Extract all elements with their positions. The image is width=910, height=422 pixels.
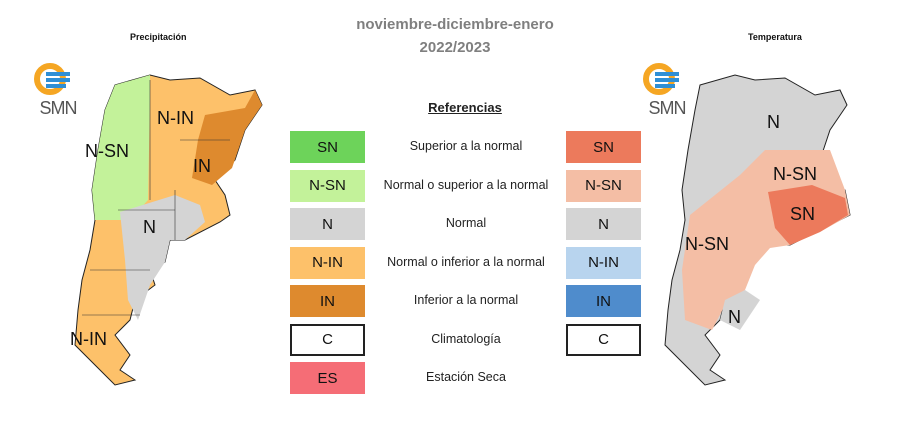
temp-map-title: Temperatura (748, 32, 802, 42)
legend-description: Estación Seca (426, 370, 506, 384)
legend-precip-swatch: N (290, 208, 365, 240)
temp-label-north: N (767, 112, 780, 132)
legend-temp-swatch: N-IN (566, 246, 641, 279)
smn-logo-icon (34, 63, 70, 95)
legend-precip-swatch: IN (290, 285, 365, 317)
smn-logo-text: SMN (648, 98, 687, 118)
temp-label-south: N (728, 307, 741, 327)
temperature-map: N N-SN SN N-SN N (664, 74, 851, 386)
precip-label-south: N-IN (70, 329, 107, 349)
precip-label-center: N (143, 217, 156, 237)
precip-label-northwest: N-SN (85, 141, 129, 161)
region-sn (768, 185, 848, 245)
legend-precip-swatch: N-IN (290, 246, 365, 279)
legend-temp-swatch: IN (566, 285, 641, 317)
legend-precip-swatch: N-SN (290, 169, 365, 202)
temp-label-west: N-SN (685, 234, 729, 254)
legend-description: Inferior a la normal (413, 293, 519, 307)
legend-precip-swatch: SN (290, 131, 365, 163)
region-n (120, 195, 205, 320)
period-title: noviembre-diciembre-enero (356, 16, 554, 33)
legend-temp-swatch: N (566, 208, 641, 240)
smn-logo-text: SMN (39, 98, 78, 118)
legend-description: Climatología (431, 331, 501, 346)
legend-description: Normal o inferior a la normal (387, 254, 545, 269)
precipitation-map: N-IN N-SN IN N N-IN (70, 74, 263, 386)
precip-label-northeast: IN (193, 156, 211, 176)
year-title: 2022/2023 (419, 39, 491, 56)
precip-map-title: Precipitación (130, 32, 187, 42)
legend-title: Referencias (428, 100, 502, 115)
region-in (192, 90, 262, 185)
legend-precip-swatch: ES (290, 362, 365, 394)
legend-description: Superior a la normal (409, 139, 523, 153)
region-n-south (720, 290, 760, 330)
legend-temp-swatch: SN (566, 131, 641, 163)
smn-logo-icon (643, 63, 679, 95)
legend-precip-swatch: C (290, 323, 365, 356)
temp-label-center: N-SN (773, 164, 817, 184)
smn-logo: SMN (637, 62, 697, 122)
legend-description: Normal (445, 216, 487, 230)
temp-label-east: SN (790, 204, 815, 224)
legend-description: Normal o superior a la normal (383, 177, 549, 192)
province-borders (82, 80, 230, 316)
region-n-sn (92, 75, 150, 220)
legend-temp-swatch: N-SN (566, 169, 641, 202)
legend-temp-swatch: C (566, 323, 641, 356)
smn-logo: SMN (28, 62, 88, 122)
precip-label-north: N-IN (157, 108, 194, 128)
